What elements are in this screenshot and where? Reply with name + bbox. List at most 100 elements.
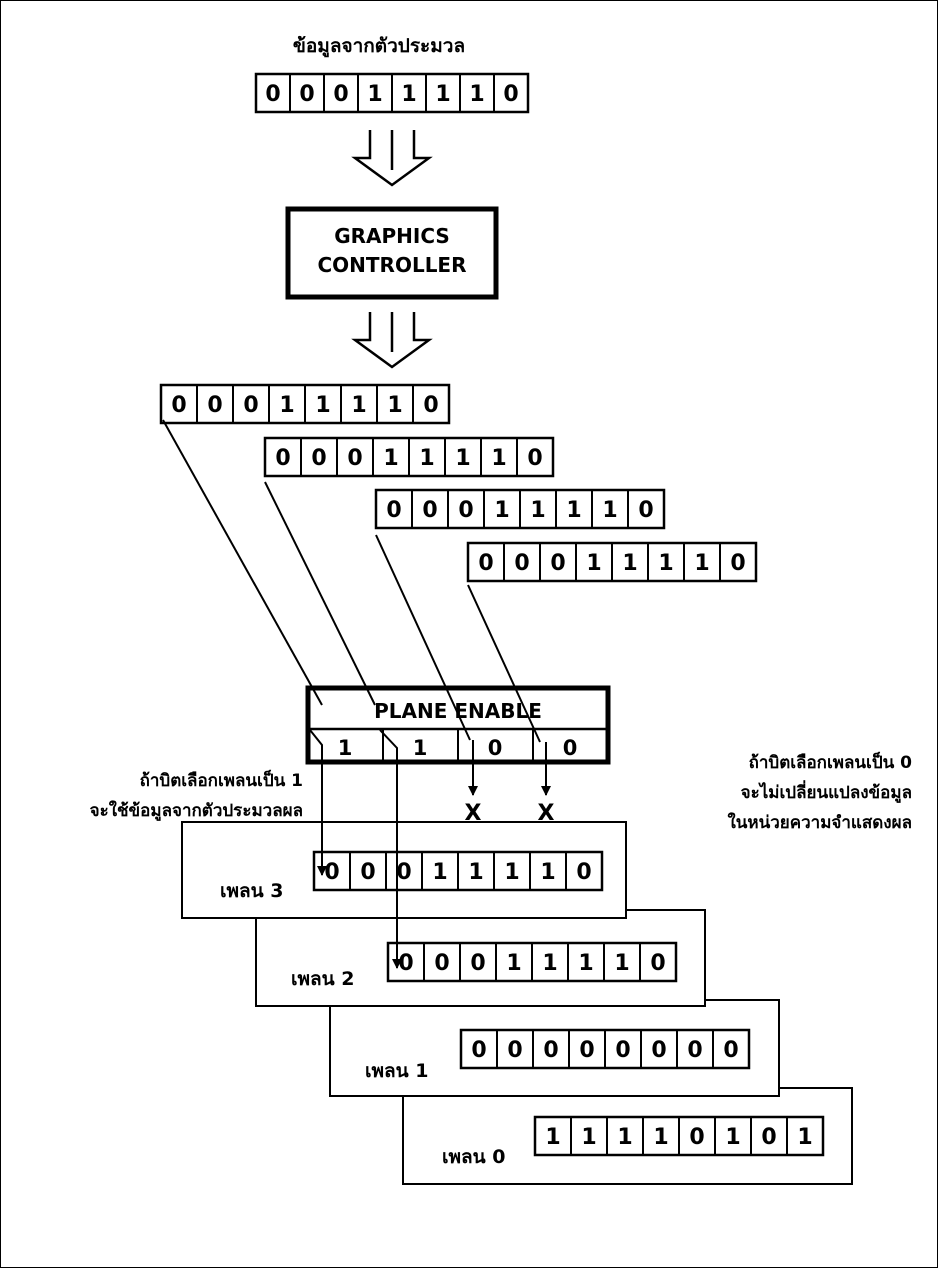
bit-cell: 1 — [542, 951, 557, 976]
bit-cell: 1 — [506, 951, 521, 976]
bit-cell: 0 — [470, 951, 485, 976]
bit-cell: 1 — [540, 860, 555, 885]
bit-cell: 0 — [360, 860, 375, 885]
controller-label-line1: GRAPHICS — [334, 224, 450, 248]
bit-cell: 1 — [602, 498, 617, 523]
bit-cell: 1 — [545, 1125, 560, 1150]
bit-cell: 1 — [617, 1125, 632, 1150]
bit-cell: 1 — [494, 498, 509, 523]
bit-cell: 0 — [576, 860, 591, 885]
bit-cell: 1 — [614, 951, 629, 976]
bit-cell: 0 — [396, 860, 411, 885]
plane-enable-bit-2: 1 — [413, 736, 428, 760]
bit-cell: 1 — [530, 498, 545, 523]
bit-cell: 1 — [435, 82, 450, 107]
connector-plane-1 — [375, 534, 471, 741]
arrow-to-plane-2 — [379, 729, 402, 969]
bit-cell: 0 — [651, 1038, 666, 1063]
bit-cell: 1 — [367, 82, 382, 107]
bit-cell: 1 — [468, 860, 483, 885]
bit-cell: 0 — [761, 1125, 776, 1150]
bit-cell: 0 — [527, 446, 542, 471]
bit-cell: 0 — [514, 551, 529, 576]
bit-cell: 1 — [725, 1125, 740, 1150]
plane-0-label: เพลน 0 — [442, 1146, 506, 1168]
bit-cell: 0 — [311, 446, 326, 471]
note-right-line3: ในหน่วยความจำแสดงผล — [728, 812, 913, 833]
bit-cell: 0 — [398, 951, 413, 976]
bit-cell: 0 — [207, 393, 222, 418]
bit-cell: 0 — [265, 82, 280, 107]
plane-enable-bit-0: 0 — [563, 736, 578, 760]
bit-cell: 0 — [299, 82, 314, 107]
bit-cell: 0 — [550, 551, 565, 576]
bit-cell: 0 — [171, 393, 186, 418]
bit-cell: 1 — [797, 1125, 812, 1150]
bit-cell: 0 — [579, 1038, 594, 1063]
note-right-line1: ถ้าบิตเลือกเพลนเป็น 0 — [749, 750, 913, 773]
bit-cell: 1 — [586, 551, 601, 576]
bit-cell: 1 — [491, 446, 506, 471]
plane-2-label: เพลน 2 — [291, 968, 355, 990]
bit-cell: 1 — [622, 551, 637, 576]
connector-plane-2 — [264, 481, 376, 706]
bit-cell: 0 — [434, 951, 449, 976]
bit-cell: 0 — [423, 393, 438, 418]
bit-cell: 0 — [650, 951, 665, 976]
graphics-controller-box — [285, 206, 499, 300]
bit-cell: 0 — [333, 82, 348, 107]
bit-cell: 1 — [432, 860, 447, 885]
bit-cell: 0 — [324, 860, 339, 885]
x-mark-plane-0: X — [538, 801, 555, 826]
bit-cell: 1 — [504, 860, 519, 885]
bit-cell: 1 — [315, 393, 330, 418]
bit-cell: 1 — [419, 446, 434, 471]
bit-cell: 1 — [387, 393, 402, 418]
bit-cell: 0 — [386, 498, 401, 523]
bit-cell: 1 — [383, 446, 398, 471]
bit-cell: 0 — [471, 1038, 486, 1063]
bit-cell: 0 — [347, 446, 362, 471]
bit-cell: 1 — [279, 393, 294, 418]
bit-cell: 1 — [694, 551, 709, 576]
bit-cell: 0 — [422, 498, 437, 523]
note-left-line2: จะใช้ข้อมูลจากตัวประมวลผล — [90, 800, 303, 822]
plane-3-label: เพลน 3 — [220, 880, 284, 902]
bit-cell: 0 — [478, 551, 493, 576]
bit-cell: 1 — [351, 393, 366, 418]
bit-cell: 0 — [275, 446, 290, 471]
bit-cell: 1 — [653, 1125, 668, 1150]
bit-cell: 0 — [723, 1038, 738, 1063]
bit-cell: 0 — [507, 1038, 522, 1063]
bit-cell: 0 — [243, 393, 258, 418]
bit-cell: 1 — [469, 82, 484, 107]
bit-cell: 0 — [458, 498, 473, 523]
bit-cell: 1 — [578, 951, 593, 976]
bit-cell: 1 — [566, 498, 581, 523]
controller-label-line2: CONTROLLER — [317, 253, 466, 277]
x-mark-plane-1: X — [465, 801, 482, 826]
processor-data-label: ข้อมูลจากตัวประมวล — [293, 35, 465, 58]
note-left-line1: ถ้าบิตเลือกเพลนเป็น 1 — [140, 768, 303, 791]
plane-1-label: เพลน 1 — [365, 1060, 429, 1082]
bit-cell: 0 — [638, 498, 653, 523]
bit-cell: 0 — [543, 1038, 558, 1063]
bit-cell: 1 — [658, 551, 673, 576]
plane-enable-bit-1: 0 — [488, 736, 503, 760]
plane-enable-bit-3: 1 — [338, 736, 353, 760]
bit-cell: 1 — [401, 82, 416, 107]
connector-plane-3 — [162, 419, 323, 706]
bit-cell: 0 — [689, 1125, 704, 1150]
connector-plane-0 — [467, 584, 541, 743]
bit-cell: 0 — [615, 1038, 630, 1063]
